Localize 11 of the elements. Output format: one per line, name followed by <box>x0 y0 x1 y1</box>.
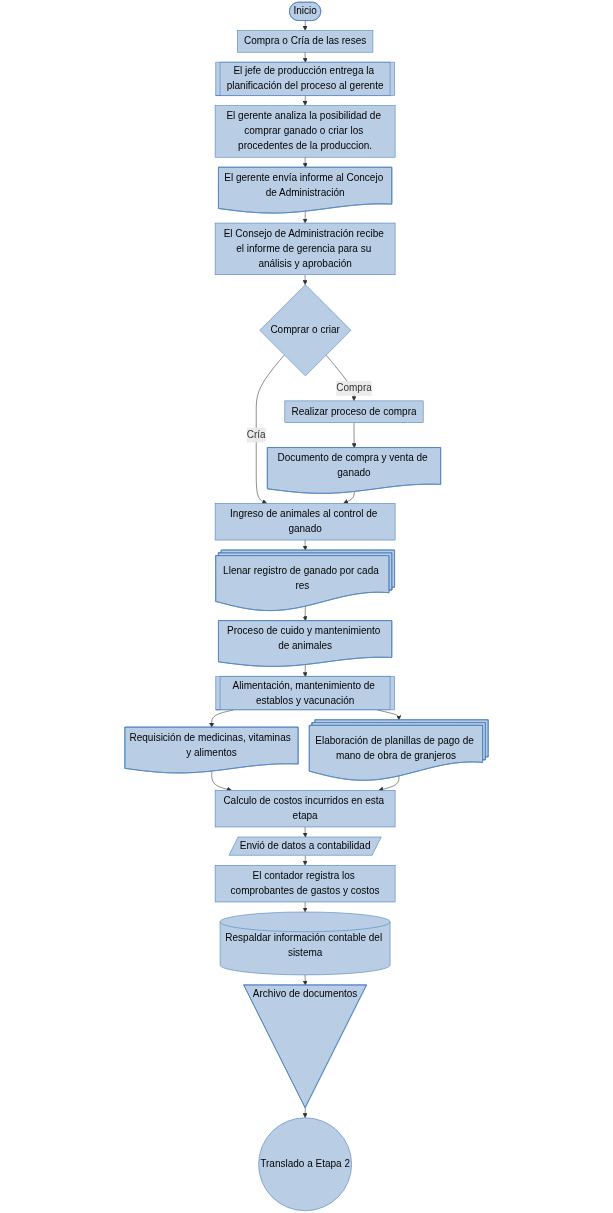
edge-label: Compra <box>336 382 372 394</box>
node-box: Compra o Cría de las reses <box>237 30 374 53</box>
node-box: Calculo de costos incurridos en esta etapa <box>214 790 396 828</box>
node-box: El contador registra los comprobantes de gastos y costos <box>214 865 396 903</box>
node-diamond: Comprar o criar <box>259 284 352 377</box>
node-box: Ingreso de animales al control de ganado <box>214 503 396 541</box>
node-circle: Translado a Etapa 2 <box>258 1117 352 1212</box>
edge-label: Cría <box>246 429 266 441</box>
node-box: El Consejo de Administración recibe el informe de gerencia para su análisis y aprobación <box>214 222 396 275</box>
node-box: El gerente analiza la posibilidad de comprar ganado o criar los procedentes de la produccion. <box>214 105 396 158</box>
node-box: Realizar proceso de compra <box>284 400 424 423</box>
